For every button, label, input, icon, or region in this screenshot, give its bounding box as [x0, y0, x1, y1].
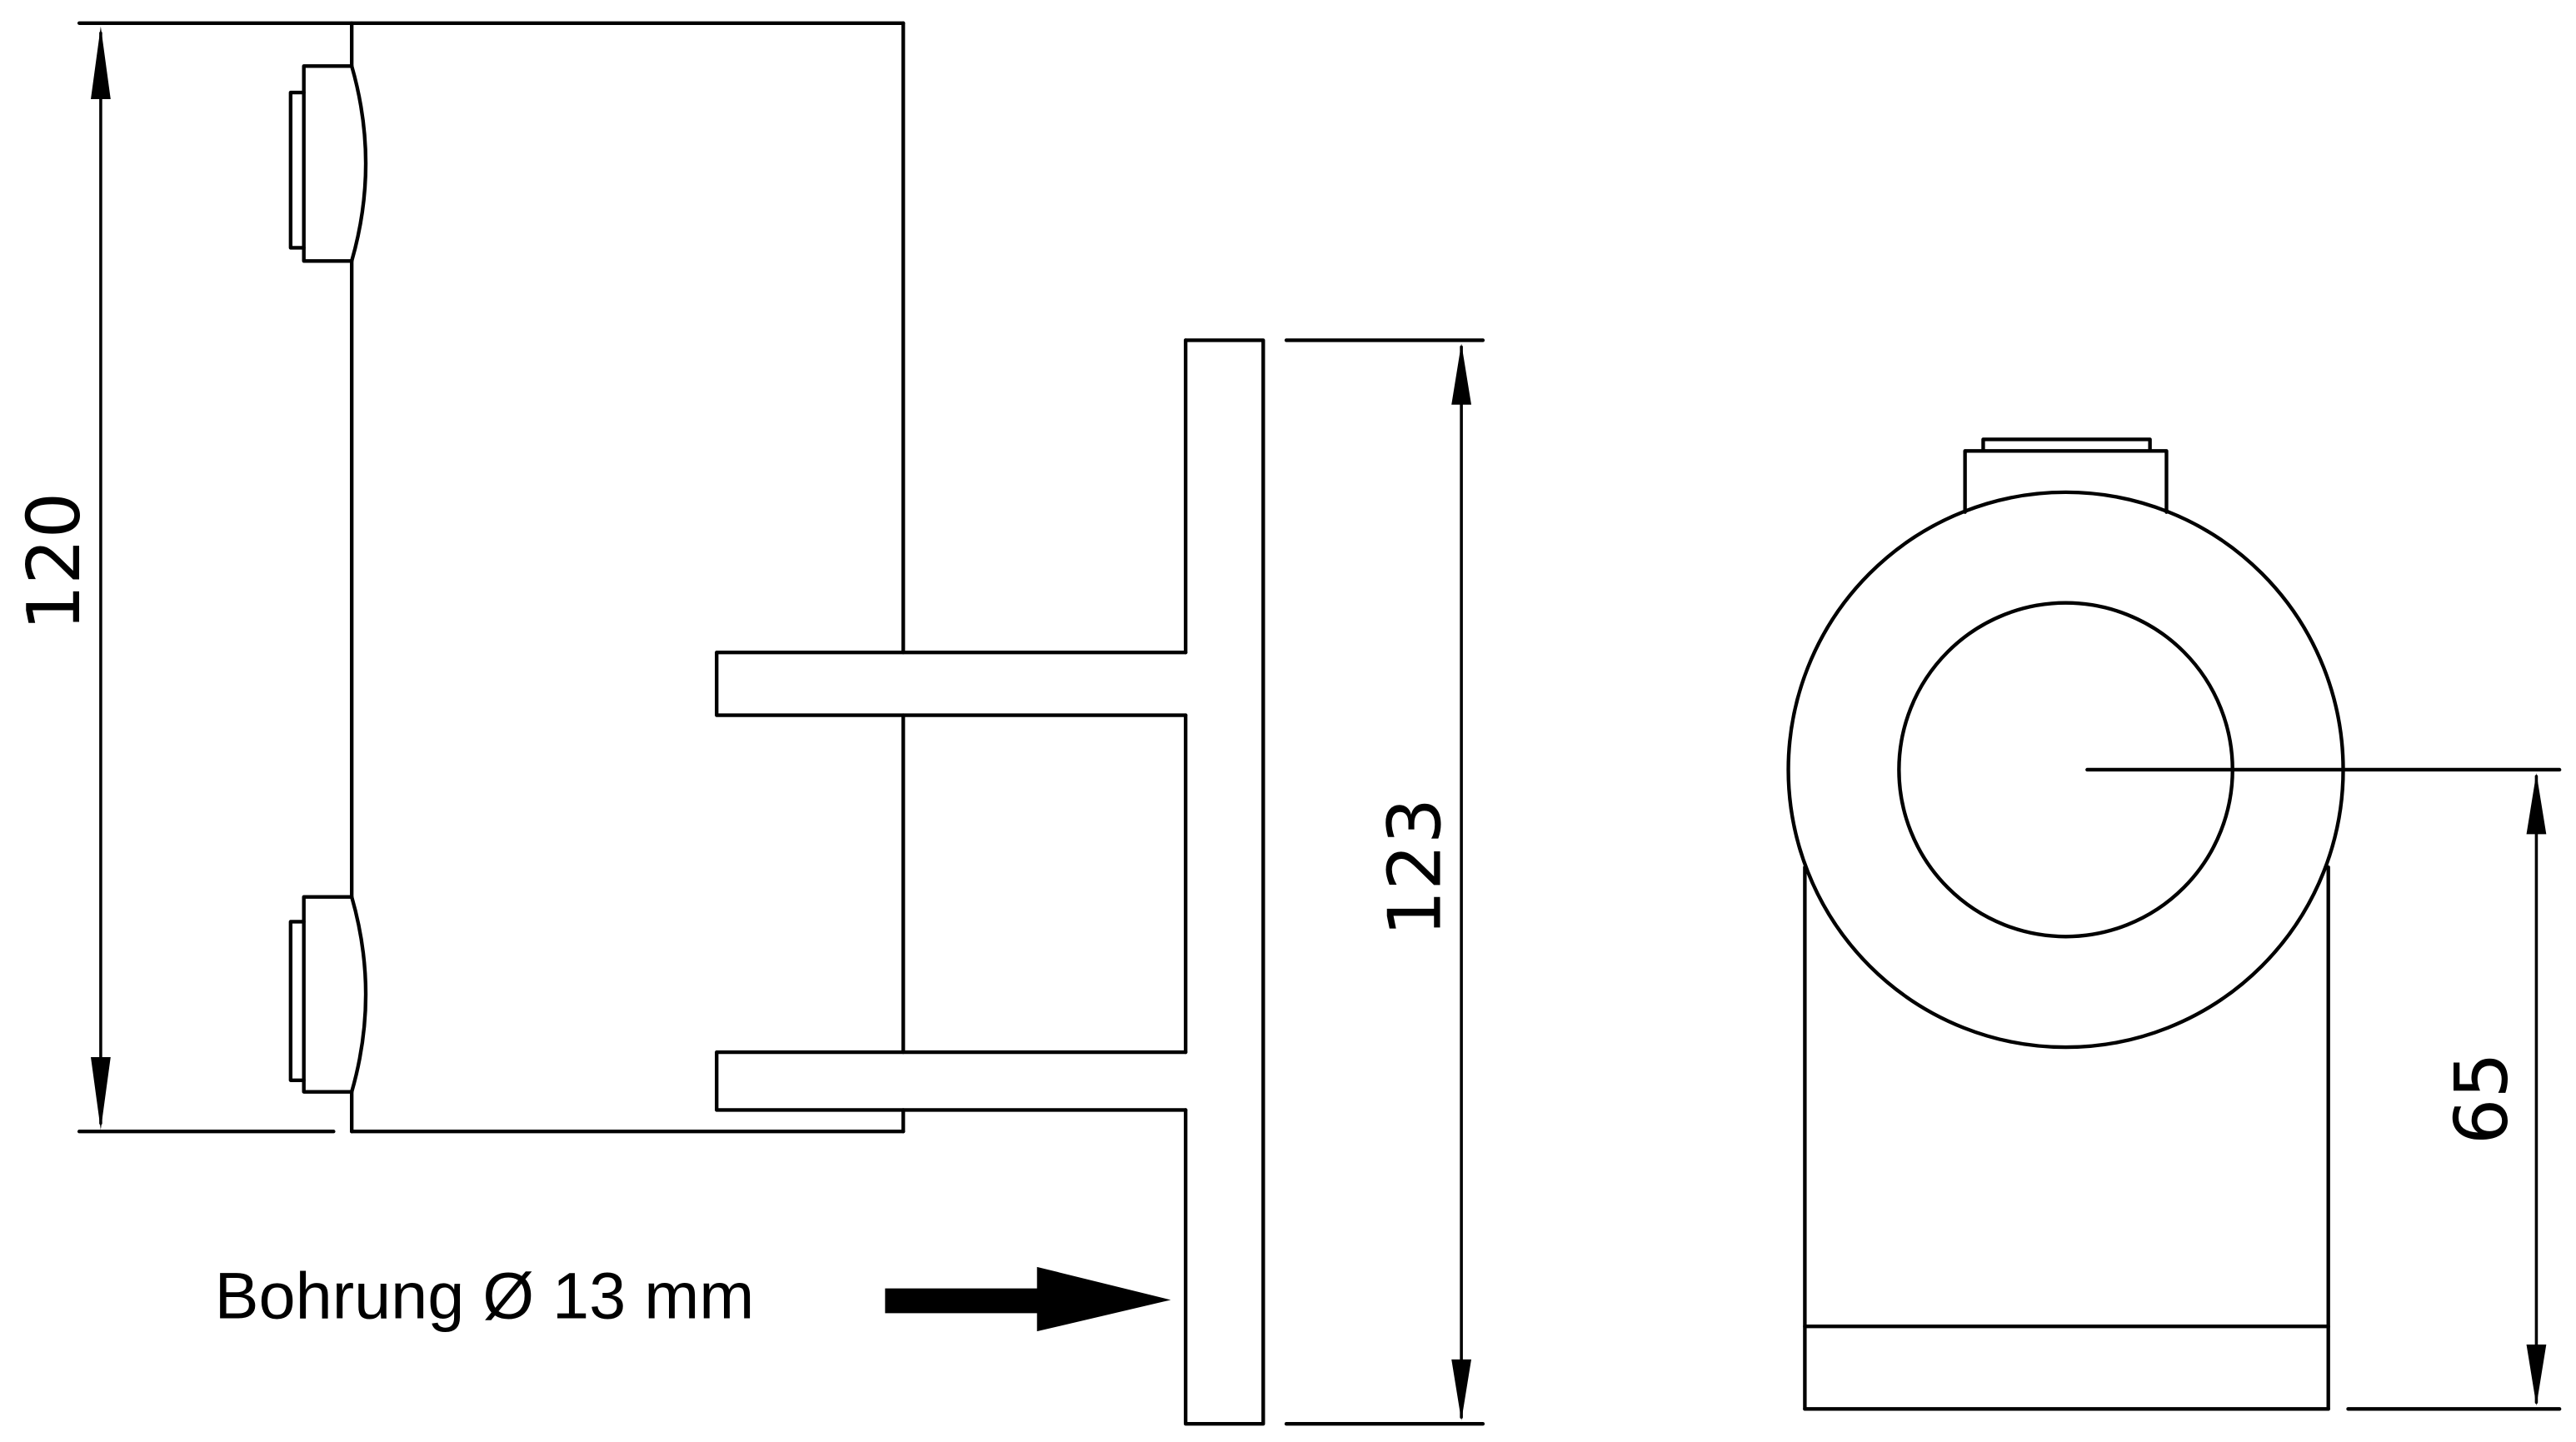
end-view: 65: [1786, 437, 2562, 1411]
set-screw-head: [1963, 449, 2169, 514]
dimension-label-65: 65: [2439, 1052, 2524, 1145]
lower-arm: [715, 1050, 1188, 1112]
dimension-label-123: 123: [1372, 798, 1457, 937]
arrow-right-icon: [885, 1266, 1171, 1332]
upper-set-screw: [288, 64, 368, 263]
wall-plate: [1183, 338, 1266, 1426]
lower-set-screw: [288, 895, 368, 1094]
side-view: 120: [12, 21, 906, 1134]
t-bracket-view: 123 Bohrung Ø 13 mm: [215, 338, 1485, 1426]
drill-hole-label: Bohrung Ø 13 mm: [215, 1258, 755, 1332]
drill-hole-note: Bohrung Ø 13 mm: [215, 1258, 1171, 1332]
dimension-65: 65: [2085, 767, 2562, 1411]
set-screw-top: [1981, 437, 2152, 453]
dimension-120: 120: [12, 26, 111, 1130]
dimension-label-120: 120: [12, 492, 97, 631]
upper-arm: [715, 651, 1188, 717]
dimension-123: 123: [1284, 338, 1485, 1426]
